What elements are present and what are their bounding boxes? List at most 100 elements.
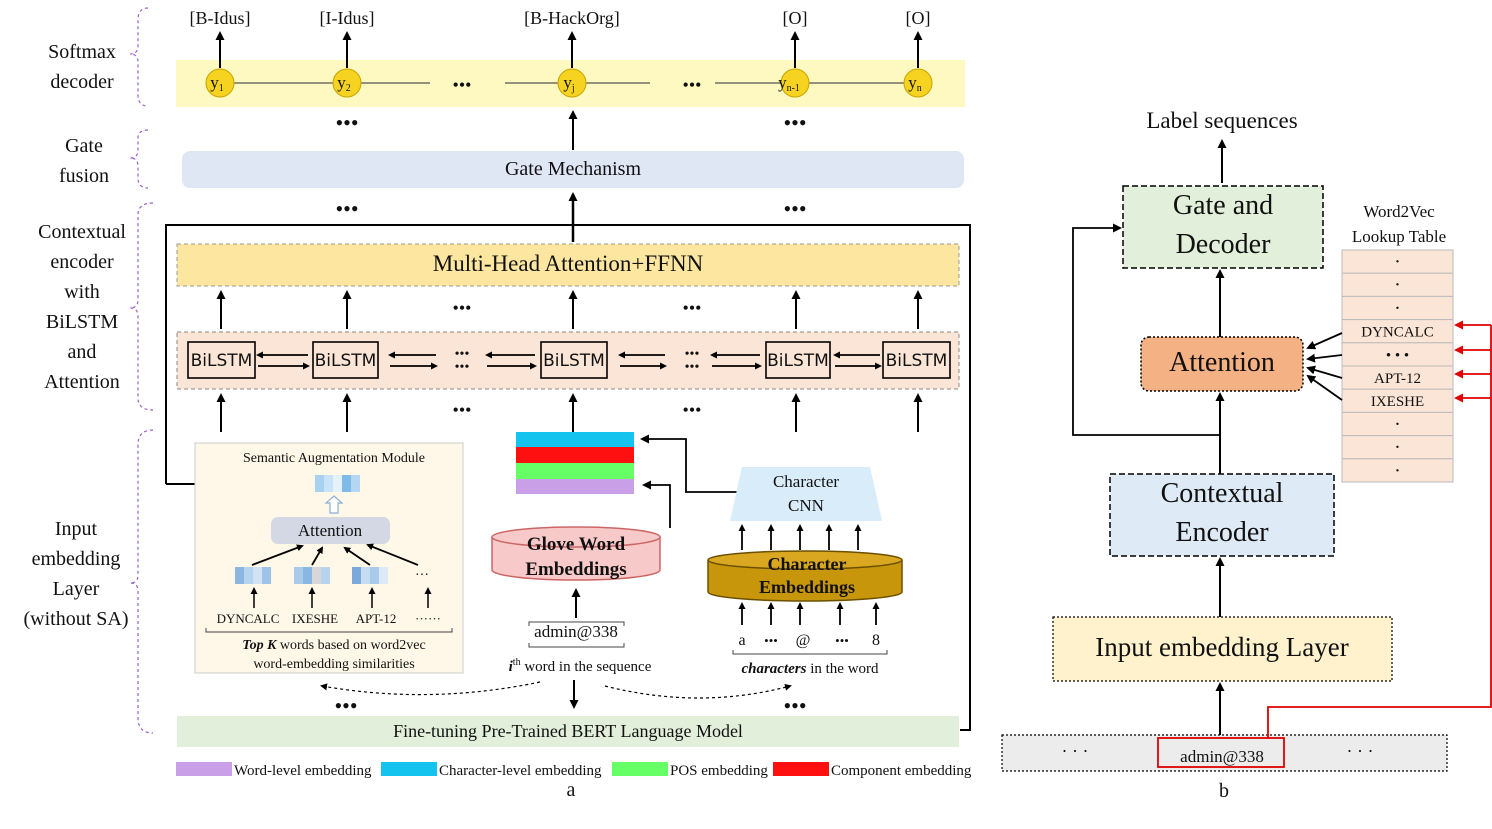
ellipsis-bert-2: ••• (783, 693, 806, 718)
output-node-label-3: yj (563, 73, 574, 94)
gate-decoder-label-2: Decoder (1176, 229, 1272, 260)
glove-arrow (642, 480, 671, 528)
sam-word-vectors (235, 567, 388, 584)
sam-caption-2: word-embedding similarities (253, 657, 414, 672)
sam-word-arrows (250, 587, 432, 608)
bert-label: Fine-tuning Pre-Trained BERT Language Mo… (393, 721, 743, 741)
sam-word-2: IXESHE (292, 611, 338, 626)
chars-caption: characters in the word (741, 661, 879, 677)
gate-mechanism-label: Gate Mechanism (505, 158, 642, 180)
ellipsis-gate-2: ••• (783, 110, 806, 135)
output-node-5 (903, 68, 933, 98)
output-node-2 (332, 68, 362, 98)
panel-b: Label sequences Gate and Decoder Attenti… (1001, 108, 1492, 802)
skip-connection (1072, 223, 1220, 436)
glove-label-2: Embeddings (525, 559, 626, 580)
bilstm-label-1: BiLSTM (191, 351, 253, 371)
ellipsis-top-2: ••• (683, 75, 702, 95)
output-node-1 (205, 68, 235, 98)
lookup-row-label-7: IXESHE (1371, 394, 1424, 410)
lookup-row-label-6: APT-12 (1374, 371, 1421, 387)
attention-box (1140, 336, 1304, 392)
output-node-label-5: yn (908, 73, 922, 94)
lookup-row-label-2: · (1394, 274, 1401, 296)
input-word: admin@338 (534, 622, 618, 641)
ellipsis-mha-2: ••• (683, 298, 702, 318)
gate-decoder-box (1122, 185, 1324, 269)
legend-swatch-4 (773, 762, 829, 776)
red-lookup-links (1267, 320, 1492, 738)
bilstm-cell-2 (312, 341, 379, 379)
output-nodes: [B-Idus]y1[I-Idus]y2[B-HackOrg]yj[O]yn-1… (190, 8, 933, 98)
char-embeddings: Character Embeddings (707, 550, 903, 602)
bilstm-ellipsis-top-1: ••• (455, 347, 470, 362)
char-cnn-label-2: CNN (788, 496, 824, 515)
bilstm-ellipsis-top-2: ••• (685, 347, 700, 362)
bilstm-label-4: BiLSTM (767, 351, 829, 371)
sam-word-3: APT-12 (356, 611, 397, 626)
ellipsis-enc-1: ••• (335, 196, 358, 221)
ellipsis-mha-1: ••• (453, 298, 472, 318)
caption-a: a (567, 779, 576, 801)
sam-attention-box (271, 517, 390, 544)
ellipsis-enc-2: ••• (783, 196, 806, 221)
ellipsis-top-1: ••• (453, 75, 472, 95)
lookup-row-label-1: · (1394, 251, 1401, 273)
sam-attention-label: Attention (298, 521, 363, 540)
bilstm-cell-4 (765, 341, 831, 379)
output-label-2: [I-Idus] (320, 8, 375, 28)
lookup-row-label-3: · (1394, 297, 1401, 319)
bilstm-label-2: BiLSTM (315, 351, 377, 371)
input-layer-label: Input embedding Layer (1095, 632, 1348, 662)
ellipsis-bilstm-2: ••• (683, 400, 702, 420)
word-caption: ith word in the sequence (509, 657, 652, 675)
output-label-3: [B-HackOrg] (524, 8, 620, 28)
char-list: a ••• @ ••• 8 (738, 632, 880, 649)
legend-label-2: Character-level embedding (439, 763, 602, 779)
lookup-row-label-8: · (1394, 413, 1401, 435)
contextual-encoder-box (1109, 473, 1335, 557)
label-sequences: Label sequences (1146, 108, 1297, 133)
bilstm-ellipsis-bottom-1: ••• (455, 360, 470, 375)
sam-word-4: ······ (415, 611, 441, 626)
mha-box (176, 243, 960, 287)
lookup-row-10 (1341, 458, 1454, 483)
output-node-label-4: yn-1 (778, 73, 800, 94)
lookup-title-2: Lookup Table (1352, 227, 1446, 246)
curve-to-chars (604, 683, 792, 699)
mha-input-arrows (216, 290, 923, 329)
bilstm-cell-3 (540, 341, 608, 379)
output-label-4: [O] (783, 8, 808, 28)
char-4: ••• (835, 633, 849, 648)
sam-arrows (251, 543, 419, 566)
seq-dots-left: · · · (1062, 741, 1089, 761)
bilstm-label-3: BiLSTM (543, 351, 605, 371)
mha-label: Multi-Head Attention+FFNN (433, 251, 704, 276)
sequence-box (1001, 734, 1448, 772)
sam-title: Semantic Augmentation Module (243, 451, 425, 466)
char-cnn-label-1: Character (773, 472, 839, 491)
encoder-frame (165, 224, 971, 731)
char-cnn-box (730, 467, 882, 521)
ellipsis-bert-1: ••• (334, 693, 357, 718)
sam-hollow-arrow (324, 495, 344, 514)
bert-box (177, 716, 959, 747)
input-layer-box (1052, 616, 1393, 682)
caption-b: b (1219, 780, 1229, 802)
char-emb-label-1: Character (768, 554, 847, 574)
embedding-stack (516, 432, 634, 494)
output-node-label-1: y1 (210, 73, 224, 94)
output-node-3 (557, 68, 587, 98)
glove-label-1: Glove Word (527, 534, 626, 555)
char-1: a (738, 632, 745, 649)
legend-label-3: POS embedding (670, 763, 768, 779)
curve-to-sam (320, 681, 541, 696)
selected-word: admin@338 (1180, 747, 1264, 766)
char-2: ••• (764, 633, 778, 648)
